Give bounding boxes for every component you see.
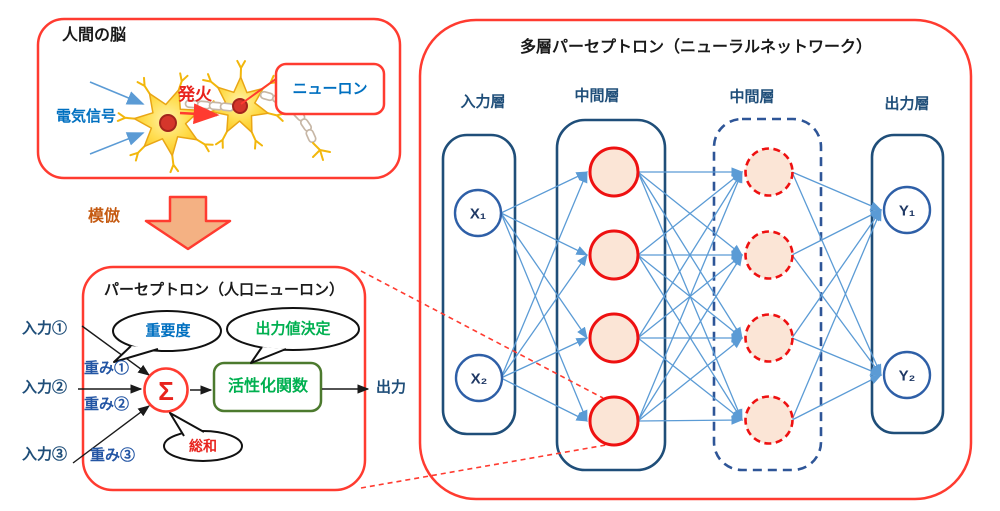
hidden-layer1-label: 中間層 bbox=[574, 87, 620, 105]
perceptron-title: パーセプトロン（人口ニューロン） bbox=[103, 281, 345, 299]
input2-label: 入力② bbox=[22, 379, 68, 396]
connection-line bbox=[637, 254, 743, 422]
nucleus bbox=[159, 114, 177, 132]
electric-signal-arrow-bottom bbox=[89, 132, 145, 155]
input3-arrow bbox=[72, 405, 150, 464]
zoom-guide-line-bottom bbox=[360, 444, 607, 489]
connection-line bbox=[791, 374, 883, 421]
connection-lines bbox=[500, 167, 883, 425]
weight1-label: 重み① bbox=[84, 360, 130, 377]
importance-bubble-label: 重要度 bbox=[145, 322, 191, 340]
node-x2 bbox=[454, 353, 504, 403]
input3-label: 入力③ bbox=[22, 446, 68, 463]
zoom-guide-line-top bbox=[360, 270, 604, 399]
connection-line bbox=[637, 415, 744, 425]
node-y1 bbox=[882, 185, 932, 235]
node-y2 bbox=[882, 350, 932, 400]
connection-line bbox=[637, 170, 743, 422]
weight2-label: 重み② bbox=[84, 396, 130, 413]
input-layer-label: 入力層 bbox=[460, 93, 506, 111]
mlp-title: 多層パーセプトロン（ニューラルネットワーク） bbox=[519, 39, 873, 56]
importance-bubble-tail bbox=[113, 345, 159, 363]
hidden1-node-1 bbox=[588, 146, 640, 198]
connection-line bbox=[500, 337, 589, 379]
axon-link bbox=[219, 102, 235, 112]
output-decision-bubble-tail bbox=[250, 346, 287, 364]
imitation-down-arrow bbox=[144, 195, 232, 251]
input1-label: 入力① bbox=[22, 320, 68, 337]
node-y2-label: Y₂ bbox=[898, 367, 916, 385]
activation-box bbox=[212, 361, 323, 413]
neuron-callout-label: ニューロン bbox=[292, 80, 368, 98]
perceptron-box bbox=[81, 265, 367, 492]
connection-line bbox=[637, 171, 743, 339]
node-y1-label: Y₁ bbox=[898, 202, 916, 220]
sigma-symbol: Σ bbox=[158, 376, 174, 406]
output-decision-bubble-label: 出力値決定 bbox=[255, 320, 331, 338]
imitation-label: 模倣 bbox=[88, 208, 121, 225]
hidden2-node-4 bbox=[744, 395, 794, 445]
brain-title: 人間の脳 bbox=[62, 27, 127, 44]
hidden2-node-2 bbox=[744, 230, 794, 280]
sum-circle bbox=[143, 367, 189, 413]
connection-line bbox=[637, 171, 743, 256]
connection-line bbox=[500, 171, 589, 214]
axon-link bbox=[305, 128, 317, 144]
connection-line bbox=[791, 209, 883, 256]
weight3-label: 重み③ bbox=[90, 447, 136, 464]
hidden1-node-3 bbox=[588, 312, 640, 364]
activation-label: 活性化関数 bbox=[227, 378, 309, 395]
neuron-callout-pointer-line bbox=[240, 75, 281, 105]
connection-line bbox=[500, 212, 589, 256]
axon-terminal bbox=[312, 142, 331, 161]
connection-line bbox=[637, 337, 743, 422]
importance-bubble bbox=[112, 310, 222, 352]
fire-arrow bbox=[179, 103, 220, 125]
connection-line bbox=[791, 209, 882, 339]
hidden-layer2-label: 中間層 bbox=[729, 88, 775, 106]
connection-line bbox=[500, 254, 588, 379]
node-x2-label: X₂ bbox=[470, 370, 488, 388]
node-x1-label: X₁ bbox=[469, 205, 487, 223]
connection-line bbox=[500, 377, 589, 422]
hidden1-node-2 bbox=[588, 229, 640, 281]
connection-line bbox=[500, 170, 588, 379]
sum-bubble-label: 総和 bbox=[189, 438, 217, 454]
node-x1 bbox=[453, 188, 503, 238]
output-layer-label: 出力層 bbox=[884, 95, 930, 113]
hidden2-node-3 bbox=[744, 313, 794, 363]
connection-line bbox=[791, 171, 883, 211]
sum-bubble-tail bbox=[169, 412, 205, 437]
connection-line bbox=[791, 208, 882, 421]
brain-illustration bbox=[116, 59, 331, 174]
neuron-callout-box bbox=[274, 62, 386, 116]
connection-line bbox=[791, 337, 883, 376]
output-decision-bubble bbox=[226, 307, 360, 351]
input1-arrow bbox=[81, 325, 150, 376]
hidden2-node-1 bbox=[744, 147, 794, 197]
electric-signal-label: 電気信号 bbox=[56, 108, 117, 125]
hidden1-node-4 bbox=[588, 395, 640, 447]
fire-label: 発火 bbox=[178, 85, 212, 104]
output-label: 出力 bbox=[376, 379, 407, 396]
electric-signal-arrow-top bbox=[89, 81, 145, 105]
